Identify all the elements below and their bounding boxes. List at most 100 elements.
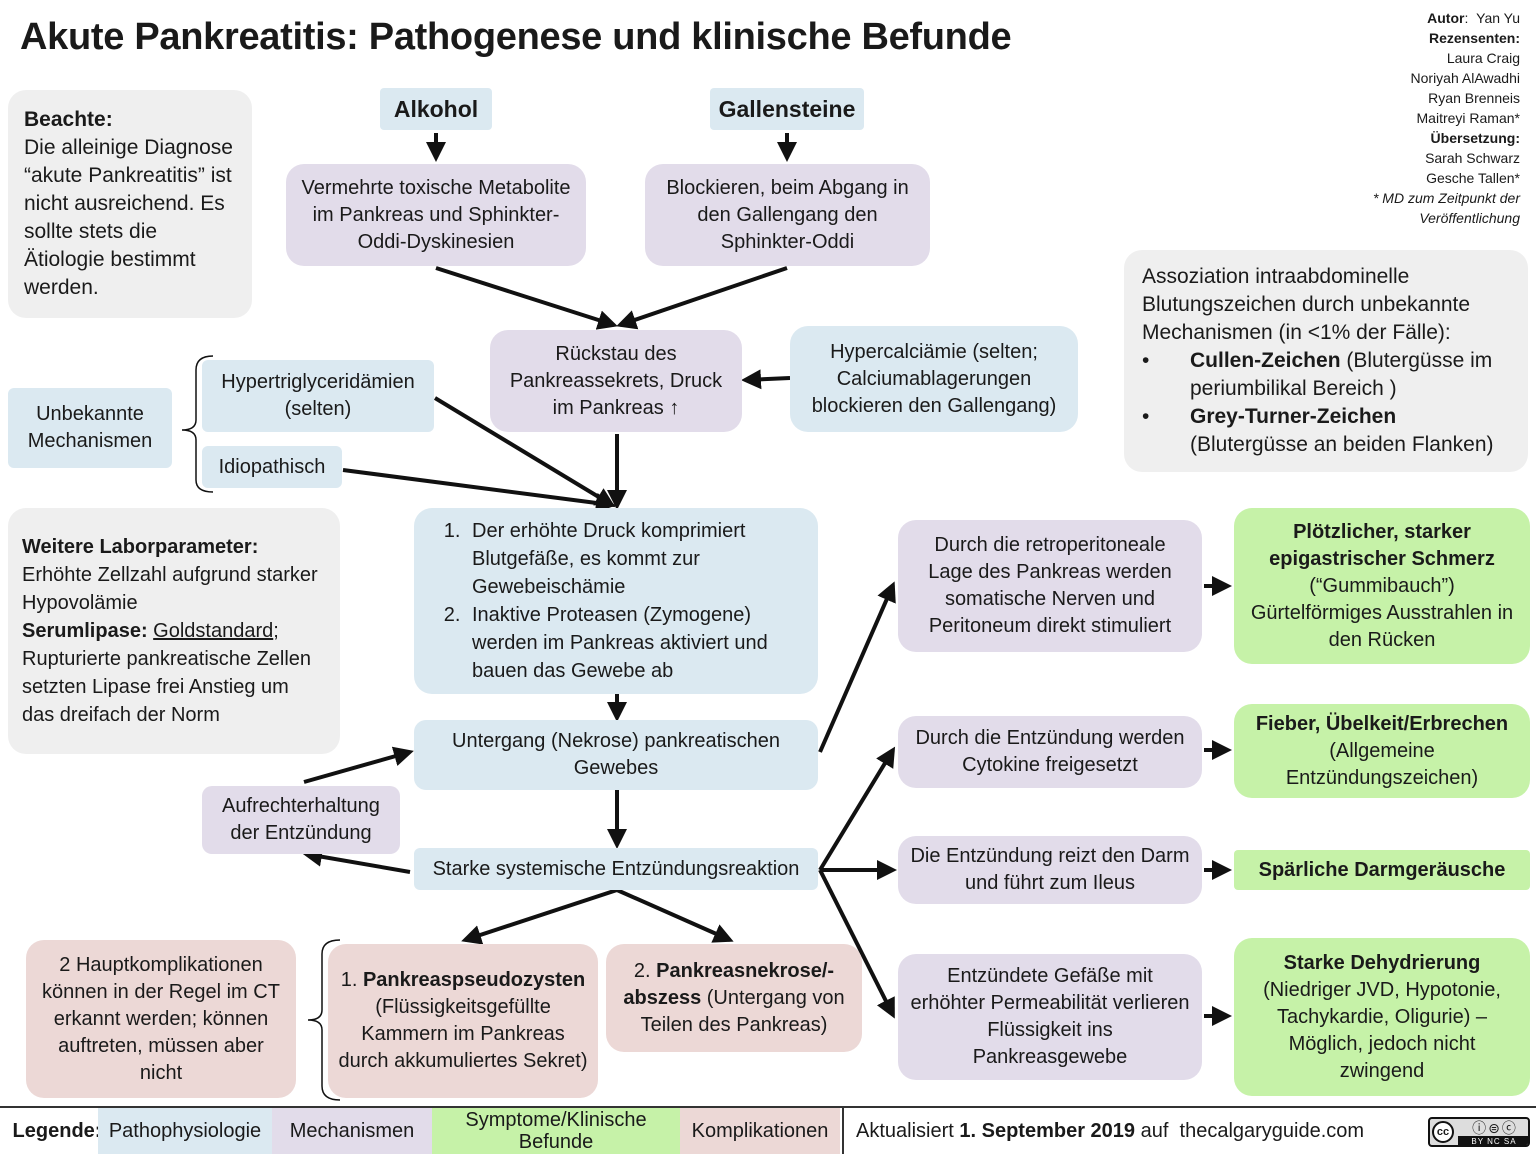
complication-necrosis: 2. Pankreasnekrose/-abszess (Untergang v… [606, 944, 862, 1052]
reviewers-label: Rezensenten: [1428, 30, 1520, 46]
symptom-fever-detail: (Allgemeine Entzündungszeichen) [1285, 739, 1479, 789]
pressure-step-1: Der erhöhte Druck komprimiert Blutgefäße… [466, 517, 800, 601]
complication-1-number: 1. [340, 969, 358, 991]
updated-mid: auf [1140, 1120, 1169, 1142]
bracket-unknown [181, 355, 214, 493]
mechanism-nerve-stimulation: Durch die retroperitoneale Lage des Pank… [898, 520, 1202, 652]
complication-pseudocysts: 1. Pankreaspseudozysten (Flüssigkeitsgef… [328, 944, 598, 1098]
mechanism-cytokines: Durch die Entzündung werden Cytokine fre… [898, 716, 1202, 788]
symptom-bowel-sounds: Spärliche Darmgeräusche [1234, 850, 1530, 890]
note-text: Die alleinige Diagnose “akute Pankreatit… [24, 136, 233, 299]
cullen-detail: (Blutergüsse im periumbilikal Bereich ) [1190, 349, 1493, 400]
bleeding-signs: Assoziation intraabdominelle Blutungszei… [1124, 250, 1528, 472]
reviewer-name: Maitreyi Raman* [1416, 110, 1520, 126]
mechanism-ileus: Die Entzündung reizt den Darm und führt … [898, 836, 1202, 904]
page-title: Akute Pankreatitis: Pathogenese und klin… [20, 16, 1012, 58]
arrow-cytokines [818, 746, 896, 872]
bracket-complications [307, 939, 341, 1101]
arrow-vessels [818, 869, 895, 1019]
license-icons: ⓘ⊜ⓒ [1472, 1120, 1518, 1136]
hypertriglyceridemia-box: Hypertriglyceridämien (selten) [202, 360, 434, 432]
unknown-mechanisms: Unbekannte Mechanismen [8, 388, 172, 468]
symptom-dehydration: Starke Dehydrierung (Niedriger JVD, Hypo… [1234, 938, 1530, 1096]
complication-1-title: Pankreaspseudozysten [362, 969, 586, 991]
legend-complications: Komplikationen [680, 1108, 840, 1154]
legend-mechanisms: Mechanismen [272, 1108, 432, 1154]
lab-semicolon: ; [273, 620, 279, 642]
arrow-maintain [303, 746, 414, 784]
cc-icon: cc [1432, 1121, 1454, 1143]
complication-1-detail: (Flüssigkeitsgefüllte Kammern im Pankrea… [338, 996, 588, 1072]
lipase-label: Serumlipase: [22, 620, 148, 642]
symptom-fever: Fieber, Übelkeit/Erbrechen (Allgemeine E… [1234, 704, 1530, 798]
alcohol-mechanism: Vermehrte toxische Metabolite im Pankrea… [286, 164, 586, 266]
symptom-pain: Plötzlicher, starker epigastrischer Schm… [1234, 508, 1530, 664]
cullen-title: Cullen-Zeichen [1190, 349, 1341, 372]
arrow-alcohol-mech [435, 266, 618, 330]
legend: Legende: Pathophysiologie Mechanismen Sy… [0, 1106, 1536, 1154]
complications-intro: 2 Hauptkomplikationen können in der Rege… [26, 940, 296, 1098]
credits-footnote: Veröffentlichung [1419, 210, 1520, 226]
grey-turner-title: Grey-Turner-Zeichen [1190, 405, 1397, 428]
cc-license-badge: cc ⓘ⊜ⓒ BY NC SA [1428, 1117, 1530, 1147]
lab-heading: Weitere Laborparameter: [22, 536, 259, 558]
arrow-systemic-maintain [302, 846, 411, 874]
backflow-box: Rückstau des Pankreassekrets, Druck im P… [490, 330, 742, 432]
hypercalcemia-box: Hypercalciämie (selten; Calciumablagerun… [790, 326, 1078, 432]
note-heading: Beachte: [24, 108, 113, 131]
note-box: Beachte: Die alleinige Diagnose “akute P… [8, 90, 252, 318]
complication-2-number: 2. [633, 959, 651, 982]
grey-turner-sign: Grey-Turner-Zeichen (Blutergüsse an beid… [1142, 403, 1510, 459]
translator-name: Gesche Tallen* [1426, 170, 1520, 186]
mechanism-vessel-permeability: Entzündete Gefäße mit erhöhter Permeabil… [898, 954, 1202, 1080]
arrow-necrosis-pain [818, 581, 896, 753]
arrow-hypercalcemia [741, 369, 791, 390]
pressure-steps: Der erhöhte Druck komprimiert Blutgefäße… [414, 508, 818, 694]
legend-symptoms: Symptome/Klinische Befunde [432, 1108, 680, 1154]
necrosis-box: Untergang (Nekrose) pankreatischen Geweb… [414, 720, 818, 790]
gallstones-mechanism: Blockieren, beim Abgang in den Gallengan… [645, 164, 930, 266]
grey-turner-detail: (Blutergüsse an beiden Flanken) [1190, 433, 1494, 456]
legend-pathophysiology: Pathophysiologie [98, 1108, 272, 1154]
bleeding-intro: Assoziation intraabdominelle Blutungszei… [1142, 265, 1471, 344]
credits: Autor: Yan Yu Rezensenten: Laura Craig N… [1280, 8, 1520, 228]
legend-label: Legende: [12, 1120, 102, 1142]
license-text: BY NC SA [1458, 1136, 1528, 1145]
translator-name: Sarah Schwarz [1425, 150, 1520, 166]
legend-divider [842, 1108, 844, 1154]
updated-prefix: Aktualisiert [856, 1120, 954, 1142]
reviewer-name: Ryan Brenneis [1428, 90, 1520, 106]
update-info: Aktualisiert 1. September 2019 auf theca… [856, 1108, 1396, 1154]
lab-line-1: Erhöhte Zellzahl aufgrund starker Hypovo… [22, 564, 318, 614]
symptom-bowel-title: Spärliche Darmgeräusche [1258, 858, 1506, 881]
complication-2-detail: (Untergang von Teilen des Pankreas) [640, 986, 845, 1036]
maintain-inflammation: Aufrechterhaltung der Entzündung [202, 786, 400, 854]
symptom-pain-title: Plötzlicher, starker epigastrischer Schm… [1269, 520, 1495, 570]
author-label: Autor [1427, 10, 1465, 26]
lab-line-2: Rupturierte pankreatische Zellen setzten… [22, 648, 312, 726]
reviewer-name: Laura Craig [1446, 50, 1520, 66]
idiopathic-box: Idiopathisch [202, 446, 342, 488]
symptom-dehydration-title: Starke Dehydrierung [1283, 951, 1481, 974]
cause-alcohol: Alkohol [380, 88, 492, 130]
arrow-idiopathic [342, 468, 616, 513]
arrow-complication-1 [461, 888, 618, 945]
reviewer-name: Noriyah AlAwadhi [1410, 70, 1520, 86]
credits-footnote: * MD zum Zeitpunkt der [1372, 190, 1520, 206]
cullen-sign: Cullen-Zeichen (Blutergüsse im periumbil… [1142, 347, 1510, 403]
pressure-step-2: Inaktive Proteasen (Zymogene) werden im … [466, 601, 800, 685]
symptom-fever-title: Fieber, Übelkeit/Erbrechen [1255, 712, 1509, 735]
systemic-inflammation: Starke systemische Entzündungsreaktion [414, 848, 818, 890]
symptom-pain-detail: (“Gummibauch”) Gürtelförmiges Ausstrahle… [1250, 574, 1514, 651]
symptom-dehydration-detail: (Niedriger JVD, Hypotonie, Tachykardie, … [1263, 978, 1501, 1082]
translation-label: Übersetzung: [1430, 130, 1520, 146]
updated-date: 1. September 2019 [959, 1120, 1136, 1142]
author-name: Yan Yu [1476, 10, 1520, 26]
arrow-hypertrig [433, 396, 616, 508]
lab-box: Weitere Laborparameter: Erhöhte Zellzahl… [8, 508, 340, 754]
gold-standard: Goldstandard [153, 620, 274, 642]
site-link[interactable]: thecalgaryguide.com [1179, 1120, 1365, 1142]
arrow-gallstones-mech [616, 266, 788, 330]
cause-gallstones: Gallensteine [710, 88, 864, 130]
